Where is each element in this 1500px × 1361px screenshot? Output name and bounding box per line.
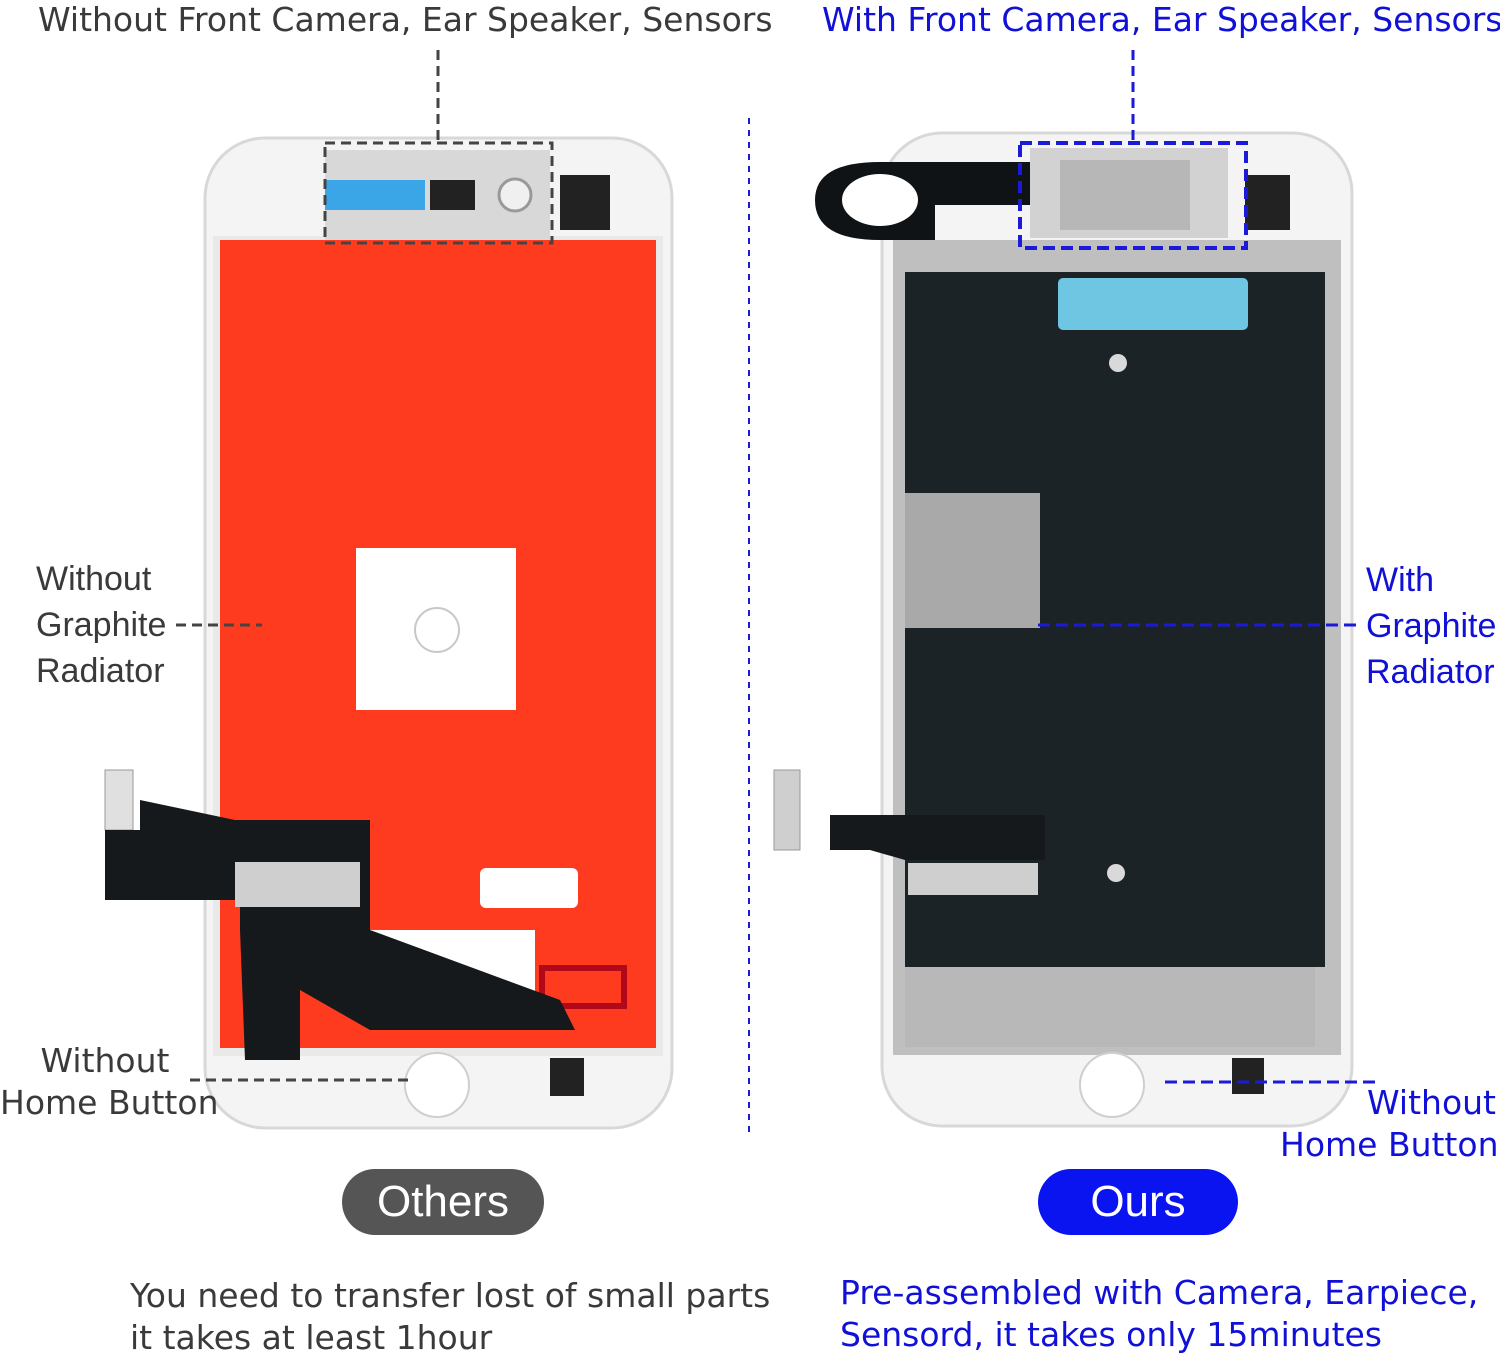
left-graphite-label: Without Graphite Radiator bbox=[36, 556, 166, 694]
left-graphite-line-2: Graphite bbox=[36, 606, 167, 644]
left-top-caption: Without Front Camera, Ear Speaker, Senso… bbox=[38, 0, 773, 39]
right-footer: Pre-assembled with Camera, Earpiece, Sen… bbox=[840, 1272, 1478, 1356]
left-footer: You need to transfer lost of small parts… bbox=[130, 1275, 770, 1359]
right-loop-hole bbox=[842, 174, 918, 226]
right-home-label: Without Home Button bbox=[1280, 1082, 1499, 1166]
left-flex-cable bbox=[105, 800, 575, 1030]
right-graphite-label: With Graphite Radiator bbox=[1366, 557, 1496, 695]
left-graphite-line-1: Without bbox=[36, 560, 152, 598]
right-footer-line-1: Pre-assembled with Camera, Earpiece, bbox=[840, 1273, 1479, 1312]
right-chip bbox=[1245, 175, 1290, 230]
left-white-sticker bbox=[356, 548, 516, 710]
right-lower-plate bbox=[905, 967, 1315, 1047]
right-home-line-2: Home Button bbox=[1280, 1125, 1499, 1164]
right-footer-line-2: Sensord, it takes only 15minutes bbox=[840, 1315, 1383, 1354]
right-screen-assembly bbox=[773, 131, 1354, 1128]
left-home-hole bbox=[404, 1052, 470, 1118]
ours-badge: Ours bbox=[1038, 1169, 1238, 1235]
left-sticker-stamp bbox=[414, 607, 460, 653]
right-bottom-connector bbox=[1232, 1058, 1264, 1094]
right-graphite-line-1: With bbox=[1366, 561, 1434, 599]
right-flex-tab bbox=[773, 769, 801, 851]
left-footer-line-1: You need to transfer lost of small parts bbox=[130, 1276, 771, 1315]
right-metal-tab bbox=[905, 493, 1040, 628]
left-home-line-2: Home Button bbox=[0, 1083, 219, 1122]
right-graphite-line-3: Radiator bbox=[1366, 653, 1495, 691]
right-home-line-1: Without bbox=[1367, 1083, 1496, 1122]
right-sensor-highlight bbox=[1018, 141, 1248, 250]
others-badge: Others bbox=[342, 1169, 544, 1235]
right-blue-tape bbox=[1058, 278, 1248, 330]
right-graphite-line-2: Graphite bbox=[1366, 607, 1497, 645]
left-flex-plate bbox=[235, 862, 360, 907]
left-sensor-hole bbox=[497, 177, 533, 213]
left-graphite-line-3: Radiator bbox=[36, 652, 165, 690]
left-flex-tab bbox=[104, 769, 134, 831]
right-screw-bottom bbox=[1107, 864, 1125, 882]
left-label-small bbox=[480, 868, 578, 908]
right-flex-cable bbox=[774, 815, 1045, 860]
left-home-label: Without Home Button bbox=[0, 1040, 219, 1124]
left-sensor-highlight bbox=[323, 141, 554, 245]
right-earpiece bbox=[1060, 160, 1190, 230]
left-screen-assembly bbox=[104, 136, 674, 1130]
left-red-marker bbox=[539, 965, 627, 1009]
left-home-line-1: Without bbox=[40, 1041, 170, 1080]
right-screw-top bbox=[1109, 354, 1127, 372]
left-blue-tape bbox=[325, 180, 425, 210]
left-footer-line-2: it takes at least 1hour bbox=[130, 1318, 493, 1357]
right-flex-plate bbox=[908, 863, 1038, 895]
right-top-caption: With Front Camera, Ear Speaker, Sensors bbox=[822, 0, 1500, 39]
left-flex-lower bbox=[240, 930, 300, 1060]
right-home-hole bbox=[1079, 1052, 1145, 1118]
left-chip bbox=[560, 175, 610, 230]
left-slot bbox=[430, 180, 475, 210]
left-bottom-connector bbox=[550, 1058, 584, 1096]
